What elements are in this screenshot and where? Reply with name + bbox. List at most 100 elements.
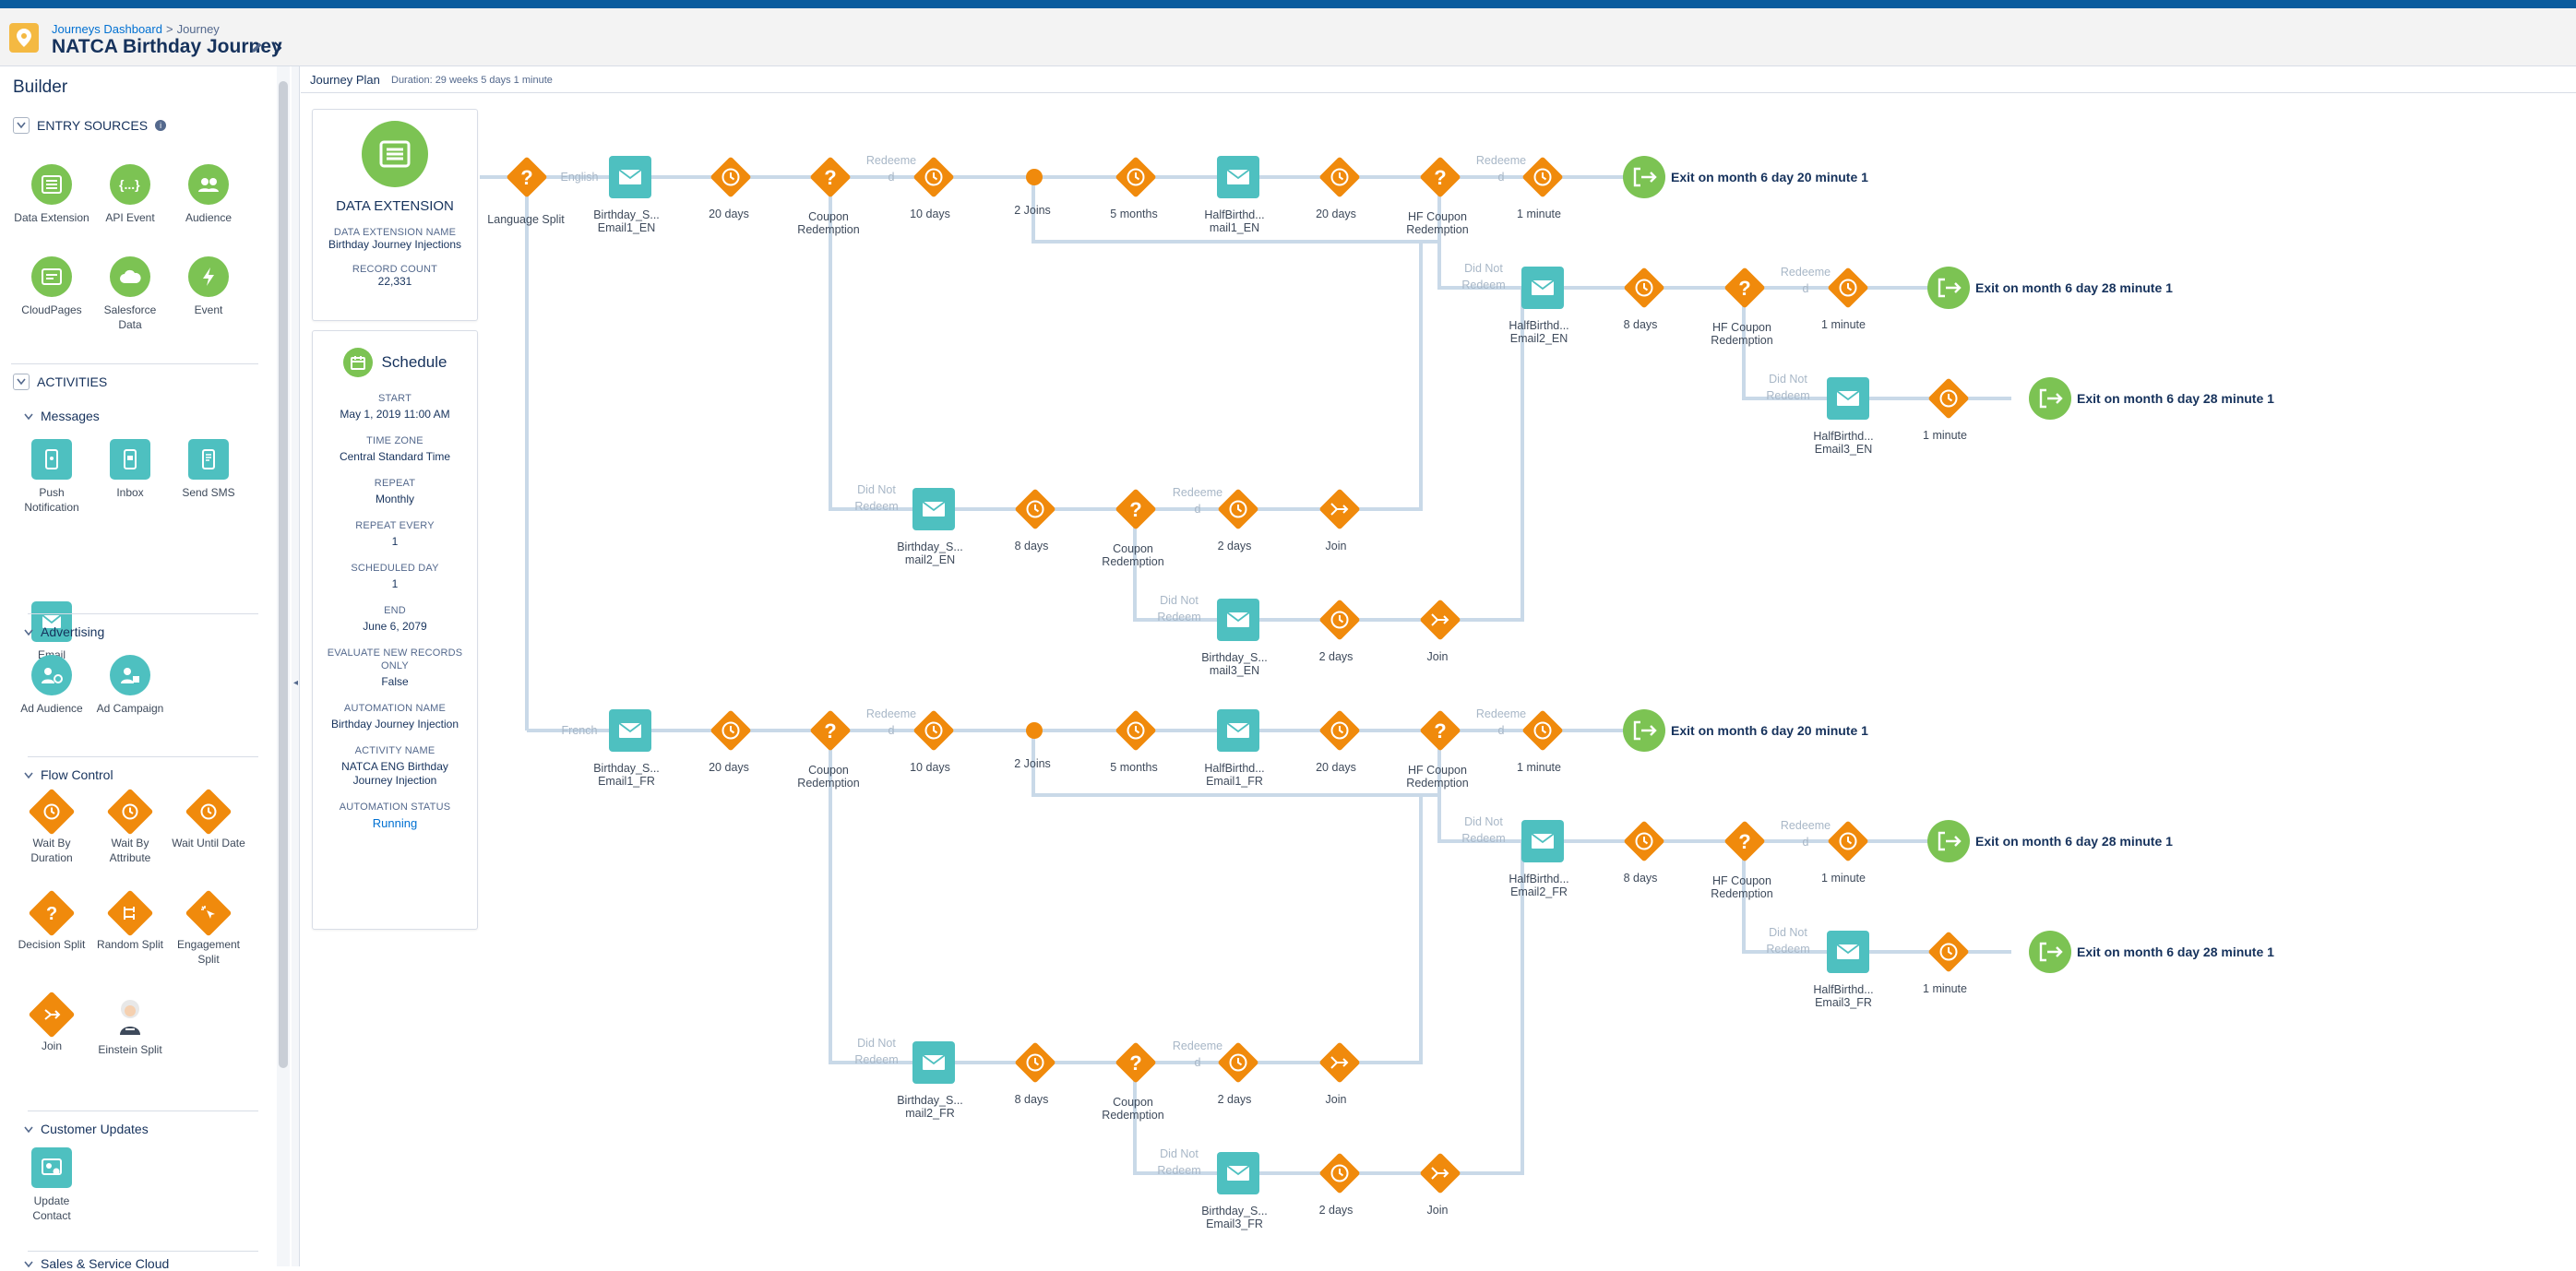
wait-by-duration[interactable] xyxy=(1217,1041,1258,1083)
join-point[interactable] xyxy=(1026,169,1043,185)
sidebar-collapse-handle[interactable] xyxy=(292,66,300,1266)
exit-label: Exit on month 6 day 28 minute 1 xyxy=(2077,391,2274,406)
exit-icon xyxy=(1938,278,1962,298)
data-extension-icon xyxy=(362,121,428,187)
wait-by-duration[interactable] xyxy=(1927,931,1969,972)
palette-engagement-split[interactable]: Engagement Split xyxy=(171,889,246,967)
exit-node[interactable] xyxy=(2029,377,2071,420)
palette-cloudpages[interactable]: CloudPages xyxy=(14,256,89,317)
email-activity[interactable] xyxy=(1521,267,1564,309)
wait-by-duration[interactable] xyxy=(1623,267,1664,308)
wait-by-duration[interactable] xyxy=(1318,709,1360,751)
palette-wait-by-attribute[interactable]: Wait By Attribute xyxy=(92,788,168,865)
wait-by-duration[interactable] xyxy=(710,156,751,197)
join-point[interactable] xyxy=(1026,722,1043,739)
palette-push-notification[interactable]: Push Notification xyxy=(14,439,89,515)
email-activity[interactable] xyxy=(1217,599,1259,641)
palette-salesforce-data[interactable]: Salesforce Data xyxy=(92,256,168,332)
email-activity[interactable] xyxy=(1827,377,1869,420)
wait-by-duration[interactable] xyxy=(1115,156,1156,197)
wait-by-duration[interactable] xyxy=(1014,488,1055,529)
email-activity[interactable] xyxy=(1521,820,1564,862)
wait-by-duration[interactable] xyxy=(1927,377,1969,419)
chevron-right-icon[interactable] xyxy=(273,42,282,59)
wait-by-duration[interactable] xyxy=(1521,709,1563,751)
palette-send-sms[interactable]: Send SMS xyxy=(171,439,246,500)
palette-event[interactable]: Event xyxy=(171,256,246,317)
wait-by-duration[interactable] xyxy=(1827,820,1868,861)
activity-caption: Redemption xyxy=(797,223,859,236)
customer-updates-header[interactable]: Customer Updates xyxy=(24,1122,149,1136)
breadcrumb-journeys-dashboard[interactable]: Journeys Dashboard xyxy=(52,22,162,36)
email-activity[interactable] xyxy=(912,1041,955,1084)
palette-audience[interactable]: Audience xyxy=(171,164,246,225)
wait-by-duration[interactable] xyxy=(710,709,751,751)
palette-ad-campaign[interactable]: Ad Campaign xyxy=(92,655,168,716)
decision-split[interactable]: ? xyxy=(1723,267,1765,308)
top-brand-band xyxy=(0,0,2576,8)
join-activity[interactable] xyxy=(1318,488,1360,529)
decision-split[interactable]: ? xyxy=(1115,1041,1156,1083)
email-activity[interactable] xyxy=(1827,931,1869,973)
email-activity[interactable] xyxy=(912,488,955,530)
wait-by-duration[interactable] xyxy=(1521,156,1563,197)
activities-header[interactable]: ACTIVITIES xyxy=(13,374,107,390)
edit-pencil-icon[interactable] xyxy=(251,42,263,58)
flow-control-header[interactable]: Flow Control xyxy=(24,767,113,782)
wait-by-duration[interactable] xyxy=(1318,599,1360,640)
sidebar-scrollbar-thumb[interactable] xyxy=(279,81,288,1068)
email-activity[interactable] xyxy=(1217,156,1259,198)
decision-split[interactable]: ? xyxy=(1419,709,1461,751)
collapse-arrow-icon[interactable]: ◂ xyxy=(293,678,299,688)
join-activity[interactable] xyxy=(1318,1041,1360,1083)
palette-api-event[interactable]: {...} API Event xyxy=(92,164,168,225)
info-icon[interactable]: i xyxy=(155,120,167,131)
palette-join[interactable]: Join xyxy=(14,991,89,1053)
email-activity[interactable] xyxy=(609,709,651,752)
decision-split[interactable]: ? xyxy=(1419,156,1461,197)
exit-node[interactable] xyxy=(1927,820,1970,862)
join-activity[interactable] xyxy=(1419,599,1461,640)
palette-inbox[interactable]: Inbox xyxy=(92,439,168,500)
email-activity[interactable] xyxy=(609,156,651,198)
wait-by-duration[interactable] xyxy=(1318,1152,1360,1194)
palette-decision-split[interactable]: ? Decision Split xyxy=(14,889,89,952)
wait-by-duration[interactable] xyxy=(912,156,954,197)
decision-split[interactable]: ? xyxy=(1115,488,1156,529)
exit-node[interactable] xyxy=(1927,267,1970,309)
wait-by-duration[interactable] xyxy=(1115,709,1156,751)
entry-source-card[interactable]: DATA EXTENSION DATA EXTENSION NAME Birth… xyxy=(312,109,478,321)
wait-by-duration[interactable] xyxy=(1217,488,1258,529)
svg-text:?: ? xyxy=(824,166,836,189)
chevron-down-icon xyxy=(24,1256,33,1271)
palette-wait-until-date[interactable]: Wait Until Date xyxy=(171,788,246,850)
palette-einstein-split[interactable]: Einstein Split xyxy=(92,996,168,1057)
email-activity[interactable] xyxy=(1217,709,1259,752)
advertising-header[interactable]: Advertising xyxy=(24,624,104,639)
palette-data-extension[interactable]: Data Extension xyxy=(14,164,89,225)
exit-node[interactable] xyxy=(2029,931,2071,973)
wait-by-duration[interactable] xyxy=(912,709,954,751)
decision-split[interactable]: ? xyxy=(809,709,851,751)
exit-node[interactable] xyxy=(1623,156,1665,198)
wait-by-duration[interactable] xyxy=(1318,156,1360,197)
palette-random-split[interactable]: Random Split xyxy=(92,889,168,952)
decision-split[interactable]: ? xyxy=(1723,820,1765,861)
entry-sources-header[interactable]: ENTRY SOURCES i xyxy=(13,117,167,134)
wait-by-duration[interactable] xyxy=(1014,1041,1055,1083)
palette-wait-by-duration[interactable]: Wait By Duration xyxy=(14,788,89,865)
language-split[interactable]: ? xyxy=(506,156,547,197)
wait-by-duration[interactable] xyxy=(1623,820,1664,861)
schedule-field-value: False xyxy=(381,675,409,688)
exit-node[interactable] xyxy=(1623,709,1665,752)
email-activity[interactable] xyxy=(1217,1152,1259,1194)
wait-by-duration[interactable] xyxy=(1827,267,1868,308)
messages-header[interactable]: Messages xyxy=(24,409,100,423)
decision-split[interactable]: ? xyxy=(809,156,851,197)
palette-ad-audience[interactable]: Ad Audience xyxy=(14,655,89,716)
palette-update-contact[interactable]: Update Contact xyxy=(14,1147,89,1223)
sales-service-cloud-header[interactable]: Sales & Service Cloud xyxy=(24,1256,169,1271)
join-activity[interactable] xyxy=(1419,1152,1461,1194)
